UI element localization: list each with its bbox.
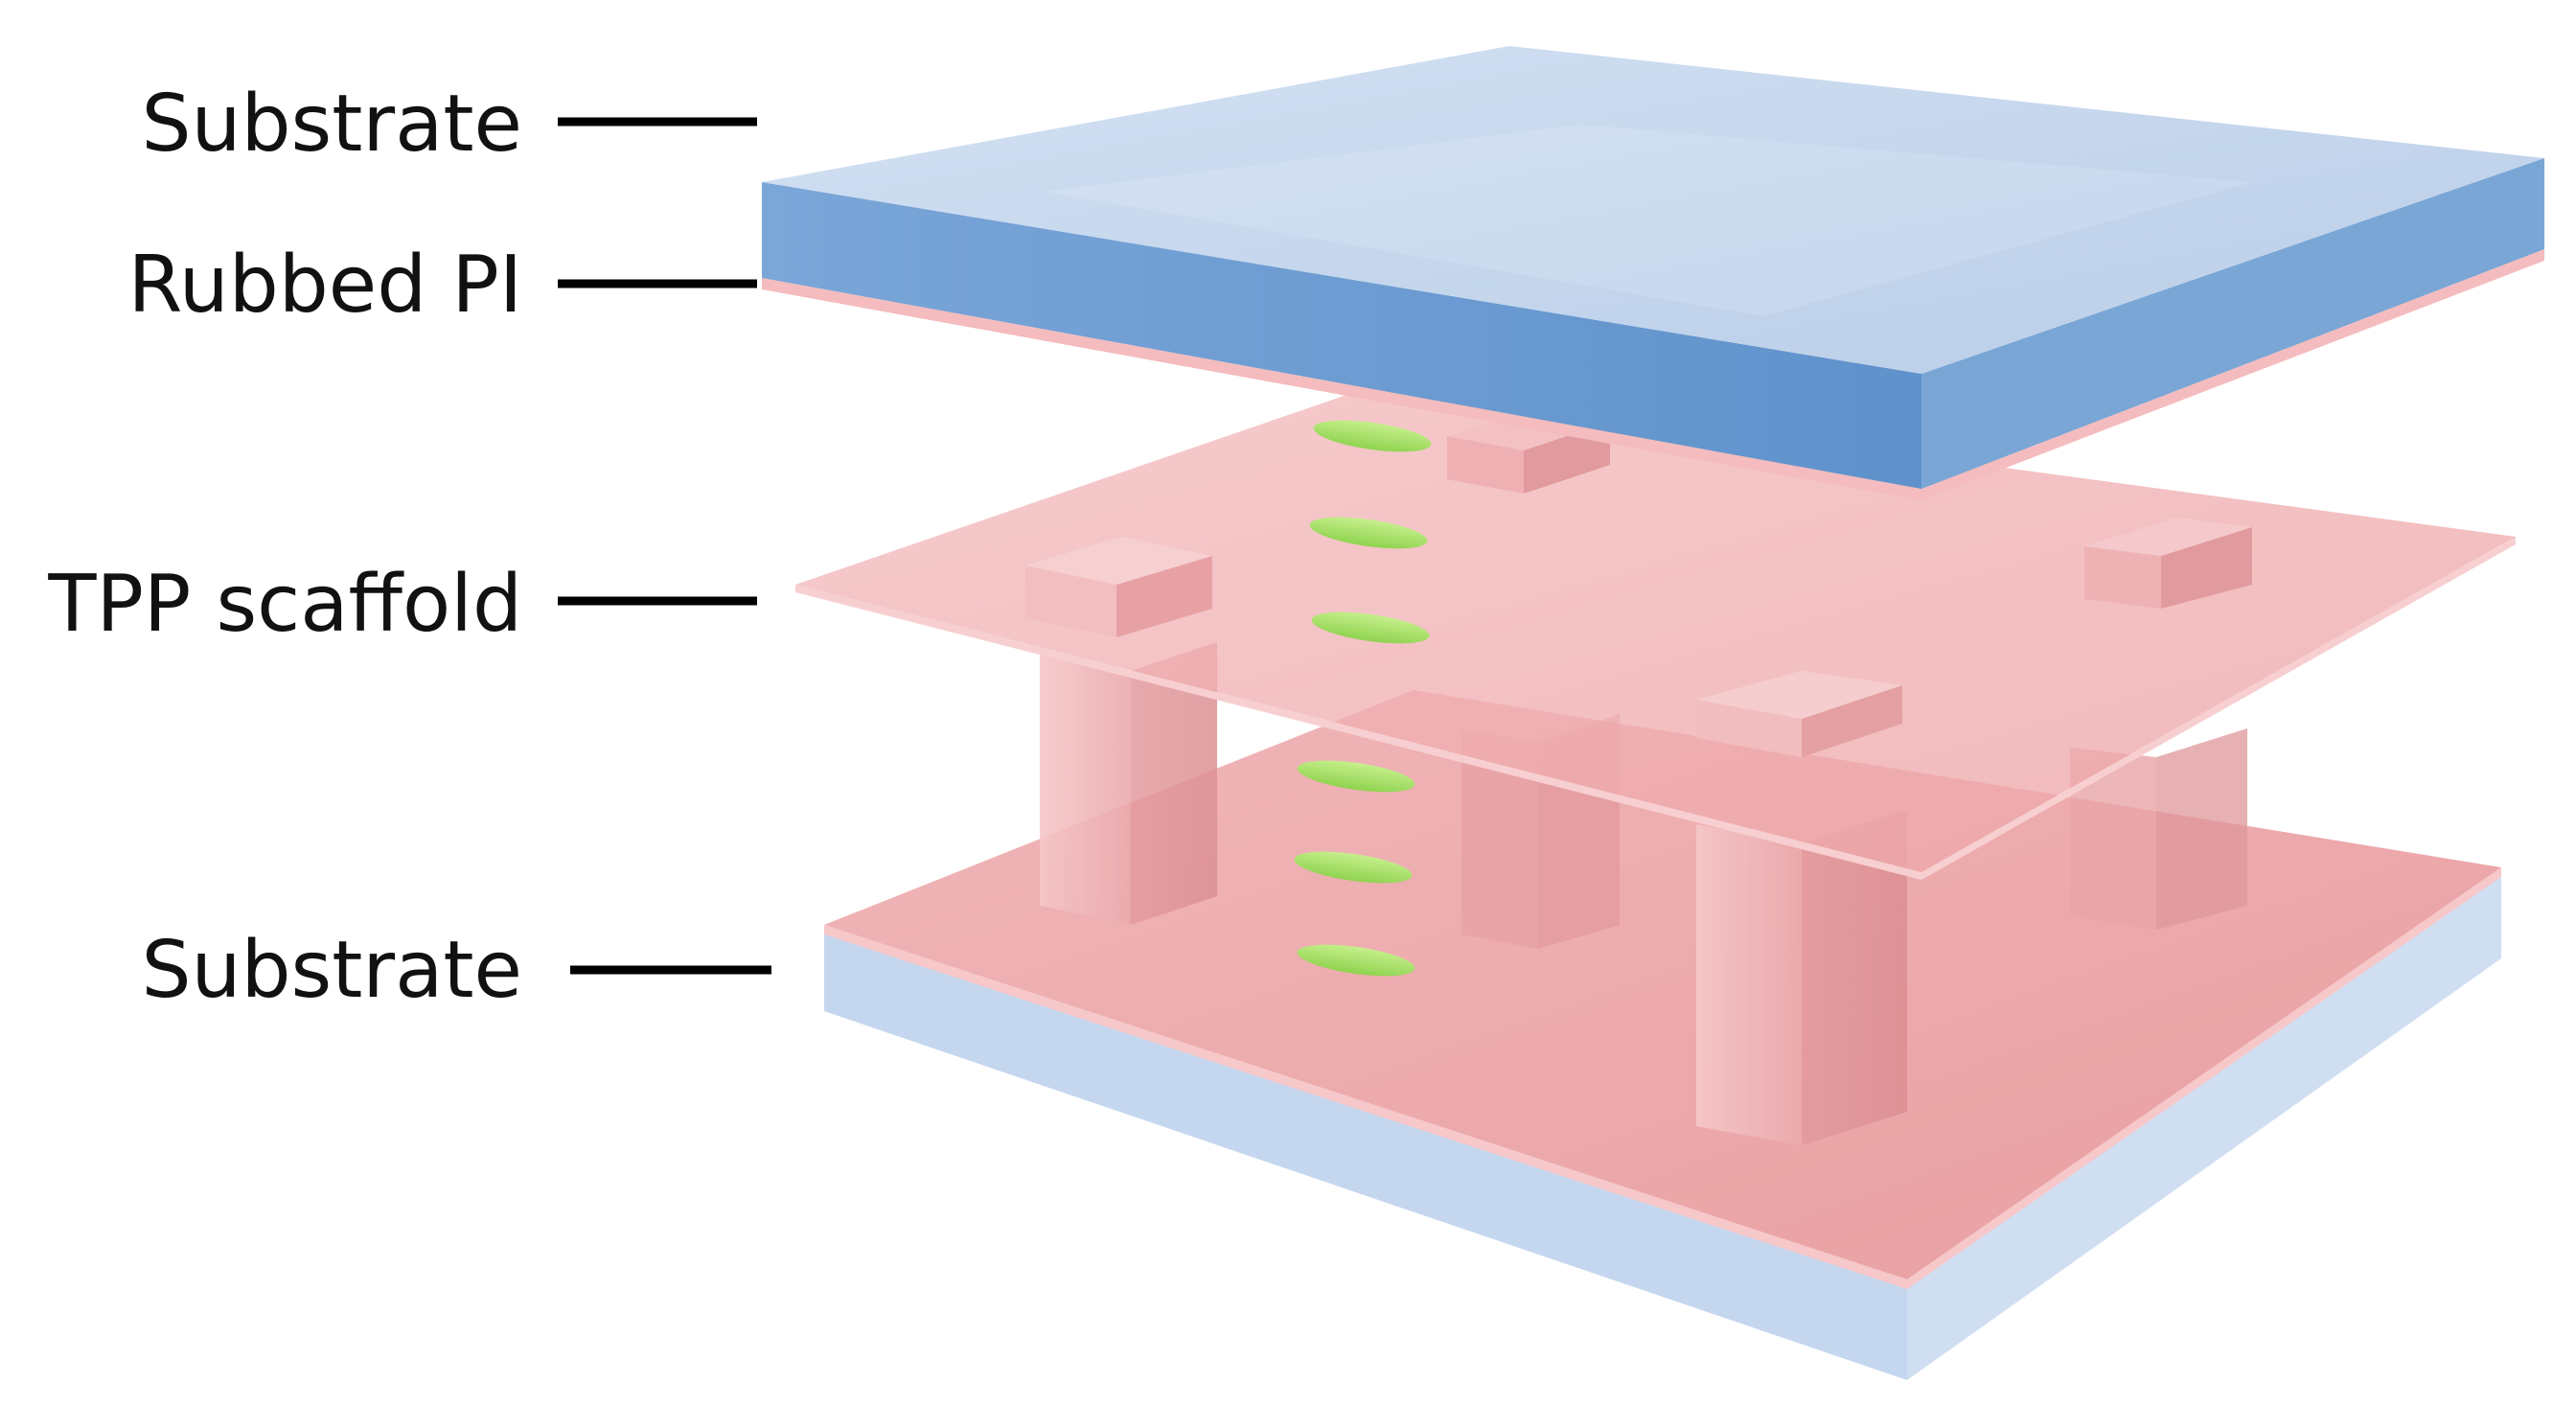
label-top-substrate-group: Substrate <box>141 79 757 170</box>
scaffold-block-front <box>1696 671 1902 757</box>
scaffold-block-right <box>2084 518 2252 609</box>
lc-molecule <box>1309 517 1428 549</box>
label-tpp-scaffold-group: TPP scaffold <box>47 559 757 650</box>
lc-molecule <box>1297 944 1415 977</box>
top-substrate <box>762 46 2544 500</box>
lc-molecule <box>1297 760 1415 793</box>
label-bottom-substrate: Substrate <box>141 925 522 1016</box>
label-rubbed-pi: Rubbed PI <box>127 240 522 331</box>
pillar-back-left <box>1040 642 1217 925</box>
label-bottom-substrate-group: Substrate <box>141 925 771 1016</box>
scaffold-block-left <box>1025 537 1212 637</box>
lc-molecule <box>1294 851 1413 884</box>
tpp-scaffold <box>795 383 2516 880</box>
pillar-back-right <box>2070 728 2247 930</box>
lc-molecule <box>1311 611 1430 644</box>
label-tpp-scaffold: TPP scaffold <box>47 559 522 650</box>
rubbed-pi-layer <box>762 249 2544 500</box>
bottom-substrate <box>824 690 2501 1380</box>
liquid-crystal-molecules <box>1294 420 1432 977</box>
pillar-front <box>1696 810 1907 1145</box>
label-top-substrate: Substrate <box>141 79 522 170</box>
lc-molecule <box>1313 420 1432 452</box>
label-rubbed-pi-group: Rubbed PI <box>127 240 757 331</box>
